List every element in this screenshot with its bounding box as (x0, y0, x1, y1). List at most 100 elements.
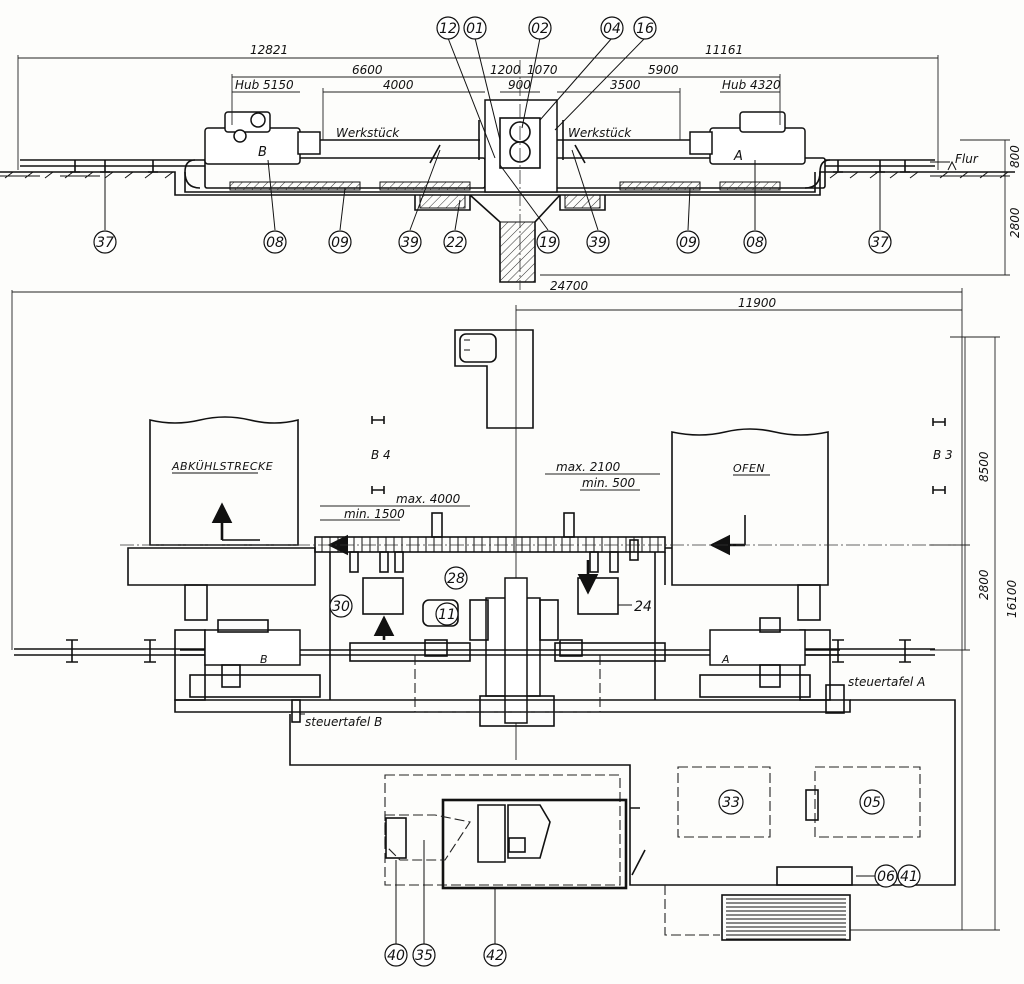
callout-05: 05 (859, 789, 885, 815)
callout-33: 33 (718, 789, 744, 815)
svg-text:04: 04 (603, 21, 621, 37)
dim-min-1500: min. 1500 (344, 507, 405, 521)
callout-01: 01 (463, 16, 487, 40)
svg-text:19: 19 (539, 235, 557, 251)
dim-8500: 8500 (977, 451, 991, 482)
stairs (664, 885, 851, 941)
unit-a-section: A (689, 111, 806, 165)
svg-text:11: 11 (438, 607, 456, 623)
ground-line (0, 171, 1015, 196)
svg-text:42: 42 (486, 948, 504, 964)
callout-37-left: 37 (93, 230, 117, 254)
callout-28: 28 (444, 566, 468, 590)
label-abkuehlstrecke: ABKÜHLSTRECKE (171, 460, 273, 473)
transfer-beam (120, 534, 960, 556)
callout-40: 40 (384, 943, 408, 967)
svg-text:37: 37 (96, 235, 114, 251)
callout-11: 11 (435, 602, 459, 626)
svg-text:09: 09 (679, 235, 697, 251)
svg-text:39: 39 (401, 235, 419, 251)
dim-2800-section: 2800 (1008, 207, 1022, 238)
callout-09-left: 09 (328, 230, 352, 254)
callout-35: 35 (412, 943, 436, 967)
dim-total-left: 12821 (250, 43, 288, 57)
svg-text:39: 39 (589, 235, 607, 251)
room-boundary (289, 699, 956, 886)
control-booth-top (454, 329, 534, 429)
callout-02: 02 (528, 16, 552, 40)
unit-b-plan: B (204, 619, 301, 688)
dim-2800-plan: 2800 (977, 569, 991, 600)
dim-4000: 4000 (383, 78, 414, 92)
label-steuertafel-b: steuertafel B (305, 715, 382, 729)
callout-06: 06 (874, 864, 898, 888)
dim-3500: 3500 (610, 78, 641, 92)
dim-11900: 11900 (738, 296, 777, 310)
dim-max-2100: max. 2100 (556, 460, 621, 474)
svg-text:12: 12 (439, 21, 457, 37)
label-flur: Flur (955, 152, 979, 166)
furnace-zone: OFEN (671, 428, 829, 586)
section-view: B A (0, 37, 1022, 290)
svg-text:16: 16 (636, 21, 654, 37)
callout-22: 22 (443, 230, 467, 254)
svg-text:22: 22 (446, 235, 464, 251)
dim-total-right: 11161 (705, 43, 743, 57)
callout-41: 41 (897, 864, 921, 888)
cooling-zone: ABKÜHLSTRECKE (149, 416, 299, 546)
dim-max-4000: max. 4000 (396, 492, 461, 506)
dim-hub-b: Hub 5150 (235, 78, 294, 92)
dim-16100: 16100 (1005, 579, 1019, 618)
callout-39-right: 39 (586, 230, 610, 254)
svg-text:09: 09 (331, 235, 349, 251)
svg-text:01: 01 (466, 21, 484, 37)
unit-b-plan-label: B (260, 653, 268, 666)
dim-1070: 1070 (527, 63, 558, 77)
unit-b-section: B (204, 111, 321, 165)
svg-text:37: 37 (871, 235, 889, 251)
svg-text:33: 33 (722, 795, 740, 811)
svg-text:24: 24 (634, 599, 652, 615)
unit-b-label: B (258, 145, 267, 160)
dim-5900: 5900 (648, 63, 679, 77)
callout-08-left: 08 (263, 230, 287, 254)
svg-text:35: 35 (415, 948, 433, 964)
callouts: 12 01 02 04 16 37 08 09 39 22 19 39 09 0… (93, 16, 921, 967)
svg-text:05: 05 (863, 795, 881, 811)
callout-42: 42 (483, 943, 507, 967)
central-press-plan (469, 577, 559, 727)
callout-30: 30 (329, 594, 353, 618)
label-b3: B 3 (933, 448, 953, 462)
unit-a-plan-label: A (721, 653, 730, 666)
callout-19: 19 (536, 230, 560, 254)
svg-text:08: 08 (746, 235, 764, 251)
callout-39-left: 39 (398, 230, 422, 254)
dim-1200: 1200 (490, 63, 521, 77)
central-press-section (478, 60, 564, 290)
dim-800: 800 (1008, 145, 1022, 168)
plan-view: 24700 11900 8500 2800 16100 max. 2100 mi… (11, 279, 1019, 941)
callout-37-right: 37 (868, 230, 892, 254)
svg-text:08: 08 (266, 235, 284, 251)
unit-a-plan: A (709, 617, 806, 688)
dim-6600: 6600 (352, 63, 383, 77)
dim-hub-a: Hub 4320 (722, 78, 781, 92)
svg-text:02: 02 (531, 21, 549, 37)
dim-900: 900 (508, 78, 531, 92)
callout-24: 24 (634, 599, 652, 615)
label-ofen: OFEN (733, 462, 765, 475)
svg-text:30: 30 (332, 599, 350, 615)
svg-text:40: 40 (387, 948, 405, 964)
svg-text:41: 41 (900, 869, 918, 885)
dim-24700: 24700 (550, 279, 589, 293)
label-b4: B 4 (371, 448, 391, 462)
callout-04: 04 (600, 16, 624, 40)
callout-08-right: 08 (743, 230, 767, 254)
unit-a-label: A (733, 149, 743, 164)
label-steuertafel-a: steuertafel A (848, 675, 925, 689)
svg-text:06: 06 (877, 869, 895, 885)
label-werkstueck-left: Werkstück (336, 126, 400, 140)
label-werkstueck-right: Werkstück (568, 126, 632, 140)
